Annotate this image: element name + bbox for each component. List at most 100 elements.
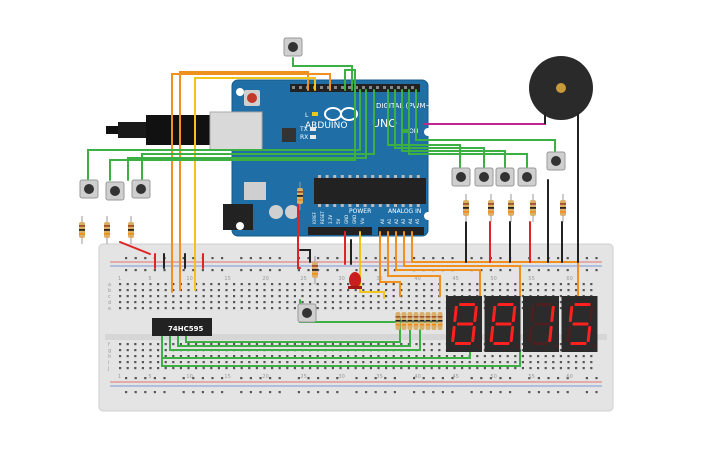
segment-c bbox=[586, 326, 592, 342]
column-number-top: 45 bbox=[452, 276, 458, 282]
column-number-top: 1 bbox=[118, 276, 121, 282]
pushbutton-breadboard[interactable] bbox=[297, 303, 317, 323]
arduino-model: UNO bbox=[372, 117, 397, 130]
analog-pin-label: A2 bbox=[394, 218, 399, 224]
resistor bbox=[419, 312, 425, 330]
usb-chip bbox=[282, 128, 296, 142]
rx-label: RX bbox=[300, 134, 308, 141]
segment-f bbox=[453, 306, 458, 322]
segment-e bbox=[528, 326, 533, 342]
shift-register-label: 74HC595 bbox=[168, 325, 203, 333]
analog-header bbox=[378, 227, 424, 235]
column-number-top: 40 bbox=[414, 276, 420, 282]
segment-g bbox=[572, 322, 589, 326]
row-letter: c bbox=[108, 294, 111, 300]
column-number-top: 15 bbox=[224, 276, 230, 282]
resistor bbox=[463, 194, 469, 222]
column-number-bottom: 20 bbox=[262, 374, 268, 380]
pushbutton-left-3[interactable] bbox=[131, 179, 151, 199]
resistor bbox=[508, 194, 514, 222]
analog-label: ANALOG IN bbox=[388, 208, 421, 215]
segment-b bbox=[473, 306, 478, 322]
segment-a bbox=[535, 303, 553, 306]
row-letter: f bbox=[108, 342, 110, 348]
digit-4 bbox=[561, 296, 598, 352]
digital-label: DIGITAL (PWM~) bbox=[376, 102, 434, 110]
resistor bbox=[530, 194, 536, 222]
power-pin-label: 3.3V bbox=[328, 215, 333, 224]
power-pin-label: GND bbox=[352, 215, 357, 224]
column-number-bottom: 25 bbox=[300, 374, 306, 380]
power-pin-label: Vin bbox=[360, 217, 365, 224]
column-number-bottom: 35 bbox=[376, 374, 382, 380]
piezo-buzzer bbox=[529, 56, 593, 124]
power-pin-label: IOREF bbox=[312, 211, 317, 224]
pushbutton-left-1[interactable] bbox=[79, 179, 99, 199]
pushbutton-right-2[interactable] bbox=[474, 167, 494, 187]
resistor bbox=[437, 312, 443, 330]
resistor bbox=[413, 312, 419, 330]
column-number-bottom: 45 bbox=[452, 374, 458, 380]
column-number-top: 5 bbox=[148, 276, 151, 282]
power-pin-label: 5V bbox=[336, 218, 341, 224]
resistor bbox=[312, 256, 318, 284]
analog-pin-label: A3 bbox=[401, 218, 406, 224]
resistor bbox=[401, 312, 407, 330]
resistor bbox=[488, 194, 494, 222]
arduino-logo-icon bbox=[324, 107, 358, 121]
usb-cable bbox=[106, 111, 263, 151]
row-letter: g bbox=[108, 348, 111, 354]
pushbutton-left-2[interactable] bbox=[105, 181, 125, 201]
resistor bbox=[79, 216, 85, 244]
resistor bbox=[407, 312, 413, 330]
pushbutton-top[interactable] bbox=[283, 37, 303, 57]
on-led-label: ON bbox=[409, 128, 418, 135]
resistor bbox=[560, 194, 566, 222]
row-letter: j bbox=[107, 366, 109, 372]
segment-d bbox=[531, 342, 549, 345]
column-number-bottom: 15 bbox=[224, 374, 230, 380]
column-number-bottom: 55 bbox=[528, 374, 534, 380]
segment-d bbox=[493, 342, 510, 345]
seven-segment-display bbox=[446, 296, 598, 352]
analog-pin-label: A5 bbox=[415, 218, 420, 224]
resistor bbox=[104, 216, 110, 244]
segment-f bbox=[568, 306, 574, 322]
tx-label: TX bbox=[299, 126, 308, 133]
column-number-top: 60 bbox=[566, 276, 572, 282]
analog-pin-label: A4 bbox=[408, 218, 413, 224]
segment-b bbox=[588, 306, 594, 322]
resistor bbox=[425, 312, 431, 330]
pushbutton-right-4[interactable] bbox=[517, 167, 537, 187]
segment-c bbox=[509, 326, 515, 342]
atmega-chip bbox=[314, 178, 426, 204]
power-pin-label: RESET bbox=[320, 211, 325, 224]
segment-f bbox=[530, 306, 535, 322]
column-number-bottom: 40 bbox=[414, 374, 420, 380]
segment-e bbox=[451, 326, 456, 342]
breadboard-column-numbers: 1155101015152020252530303535404045455050… bbox=[118, 276, 573, 380]
segment-g bbox=[456, 322, 474, 326]
segment-d bbox=[454, 342, 472, 345]
pushbutton-right-3[interactable] bbox=[495, 167, 515, 187]
row-letter: a bbox=[108, 282, 111, 288]
digit-2 bbox=[484, 296, 521, 352]
column-number-top: 10 bbox=[186, 276, 192, 282]
resistor bbox=[431, 312, 437, 330]
resistor bbox=[395, 312, 401, 330]
segment-g bbox=[533, 322, 551, 326]
row-letter: i bbox=[108, 360, 109, 366]
segment-e bbox=[489, 326, 495, 342]
arduino-brand: ARDUINO bbox=[305, 121, 347, 131]
pushbutton-right-5[interactable] bbox=[546, 151, 566, 171]
column-number-top: 50 bbox=[490, 276, 496, 282]
column-number-bottom: 1 bbox=[118, 374, 121, 380]
segment-c bbox=[548, 326, 553, 342]
column-number-bottom: 50 bbox=[490, 374, 496, 380]
digit-3 bbox=[523, 296, 559, 352]
pushbutton-right-1[interactable] bbox=[451, 167, 471, 187]
segment-b bbox=[550, 306, 555, 322]
column-number-bottom: 60 bbox=[566, 374, 572, 380]
